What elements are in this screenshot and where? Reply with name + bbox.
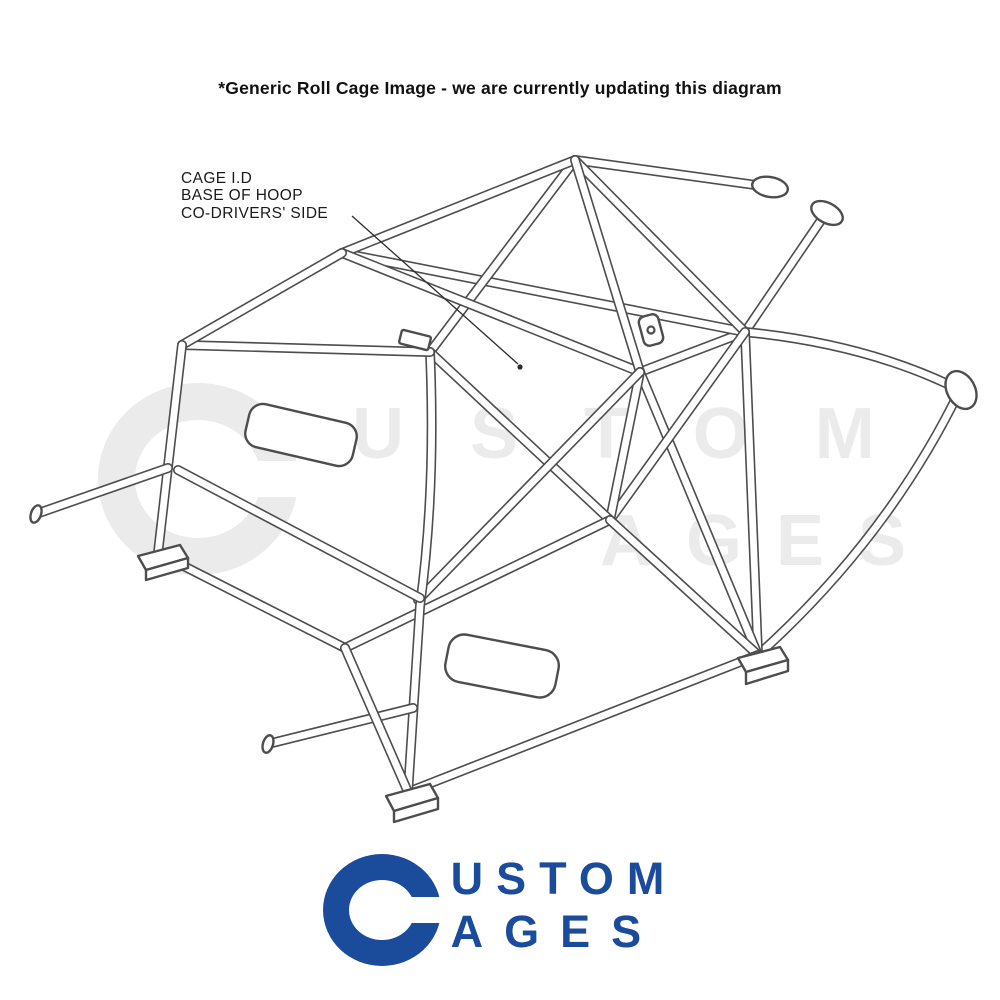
tube-end-caps: [29, 175, 978, 754]
logo-text-ages: AGES: [450, 906, 663, 957]
roof-bracket: [637, 313, 665, 347]
annotation-line-1: CAGE I.D: [181, 170, 253, 187]
cage-id-sleeve: [397, 328, 433, 352]
diagram-disclaimer-title: *Generic Roll Cage Image - we are curren…: [218, 78, 782, 98]
floor-plates: [244, 402, 560, 699]
annotation-line-3: CO-DRIVERS' SIDE: [181, 204, 329, 222]
watermark-text-ustom: USTOM: [352, 394, 941, 474]
cage-tubes: [337, 155, 965, 660]
cage-id-leader-line: [351, 215, 523, 370]
cage-id-annotation: CAGE I.D BASE OF HOOP CO-DRIVERS' SIDE: [181, 170, 328, 222]
annotation-line-2: BASE OF HOOP: [181, 187, 303, 205]
logo-text-ustom: USTOM: [450, 853, 678, 904]
mounting-feet: [136, 543, 790, 824]
logo-text: USTOM AGES: [451, 854, 678, 954]
cage-tubes-front: [31, 248, 763, 797]
custom-cages-logo: USTOM AGES: [0, 854, 1000, 966]
logo-c-mark: [322, 854, 441, 966]
